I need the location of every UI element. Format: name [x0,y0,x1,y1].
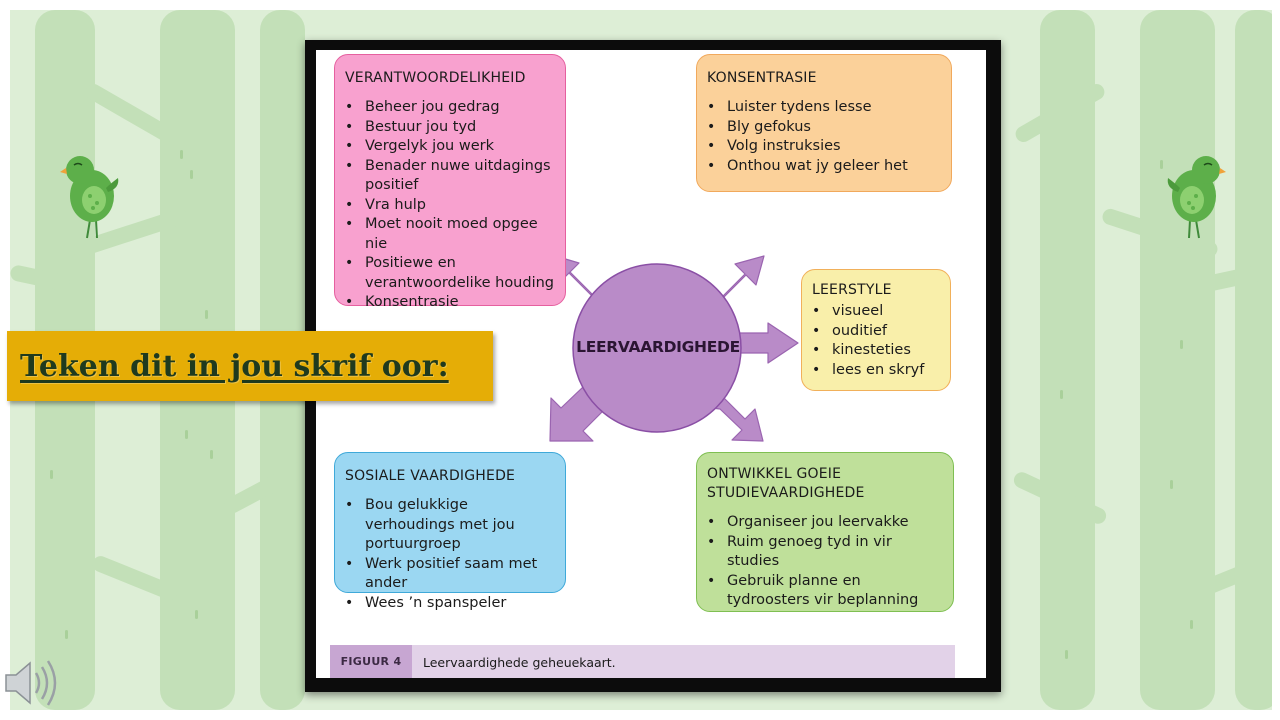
bird-icon [60,156,119,239]
bark-mark [65,630,68,639]
bark-mark [190,170,193,179]
figure-caption: FIGUUR 4 Leervaardighede geheuekaart. [330,645,955,678]
list-item: Vergelyk jou werk [345,137,555,157]
bird-icon [1167,156,1226,239]
item-list: visueel ouditief kinesteties lees en skr… [812,302,940,380]
figure-label: FIGUUR 4 [330,645,412,678]
bark-mark [1170,480,1173,489]
bark-mark [1180,340,1183,349]
list-item: Gebruik planne en tydroosters vir beplan… [707,572,943,611]
center-circle [572,263,742,433]
item-list: Beheer jou gedrag Bestuur jou tyd Vergel… [345,98,555,313]
box-leerstyle: LEERSTYLE visueel ouditief kinesteties l… [801,269,951,391]
center-label: LEERVAARDIGHEDE [576,338,740,356]
bark-mark [1060,390,1063,399]
arrow-to-konsentrasie [711,255,765,298]
item-list: Organiseer jou leervakke Ruim genoeg tyd… [707,513,943,611]
figure-caption-text: Leervaardighede geheuekaart. [423,655,616,670]
list-item: lees en skryf [812,361,940,381]
box-title: KONSENTRASIE [707,70,817,86]
box-konsentrasie: KONSENTRASIE Luister tydens lesse Bly ge… [696,54,952,192]
instruction-text: Teken dit in jou skrif oor: [20,348,449,384]
bark-mark [210,450,213,459]
list-item: Werk positief saam met ander [345,555,555,594]
list-item: Bou gelukkige verhoudings met jou portuu… [345,496,555,555]
bark-mark [185,430,188,439]
box-title: ONTWIKKEL GOEIE STUDIEVAARDIGHEDE [707,466,865,501]
list-item: Wees ’n spanspeler [345,594,555,614]
bark-mark [1190,620,1193,629]
bark-mark [180,150,183,159]
item-list: Bou gelukkige verhoudings met jou portuu… [345,496,555,613]
list-item: Ruim genoeg tyd in vir studies [707,533,943,572]
box-studievaardighede: ONTWIKKEL GOEIE STUDIEVAARDIGHEDE Organi… [696,452,954,612]
bark-mark [205,310,208,319]
list-item: ouditief [812,322,940,342]
list-item: Konsentrasie [345,293,555,313]
list-item: kinesteties [812,341,940,361]
box-verantwoordelikheid: VERANTWOORDELIKHEID Beheer jou gedrag Be… [334,54,566,312]
box-title: VERANTWOORDELIKHEID [345,70,526,86]
list-item: Beheer jou gedrag [345,98,555,118]
list-item: Positiewe en verantwoordelike houding [345,254,555,293]
box-sosiale-vaardighede: SOSIALE VAARDIGHEDE Bou gelukkige verhou… [334,452,566,613]
list-item: Bly gefokus [707,118,941,138]
speaker-icon[interactable] [2,655,64,711]
list-item: Bestuur jou tyd [345,118,555,138]
list-item: Benader nuwe uitdagings positief [345,157,555,196]
arrow-to-leerstyle [737,322,799,364]
tree-trunk [1235,10,1272,710]
box-title: SOSIALE VAARDIGHEDE [345,468,516,484]
list-item: Volg instruksies [707,137,941,157]
bark-mark [50,470,53,479]
arrow-to-studie [710,396,764,442]
bark-mark [195,610,198,619]
bark-mark [1065,650,1068,659]
list-item: visueel [812,302,940,322]
bark-mark [1160,160,1163,169]
box-title: LEERSTYLE [812,282,892,298]
list-item: Organiseer jou leervakke [707,513,943,533]
list-item: Moet nooit moed opgee nie [345,215,555,254]
list-item: Luister tydens lesse [707,98,941,118]
list-item: Vra hulp [345,196,555,216]
list-item: Onthou wat jy geleer het [707,157,941,177]
item-list: Luister tydens lesse Bly gefokus Volg in… [707,98,941,176]
instruction-banner: Teken dit in jou skrif oor: [7,331,493,401]
